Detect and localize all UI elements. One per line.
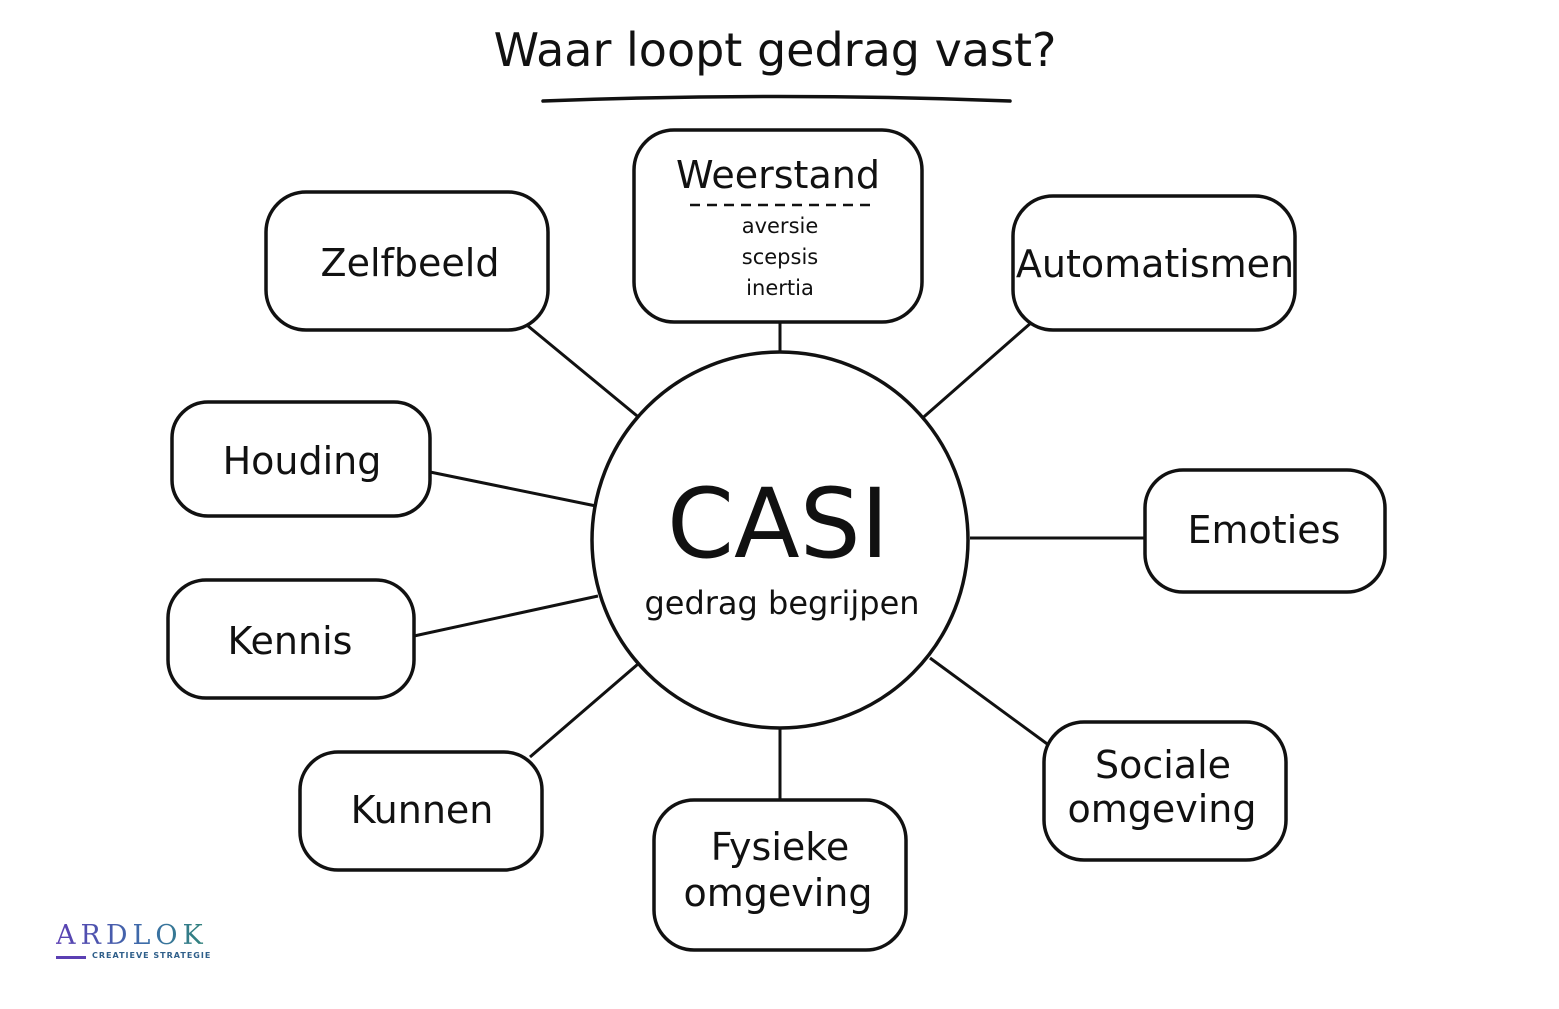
node-houding: Houding [170,400,432,518]
node-box [652,798,908,952]
node-emoties: Emoties [1143,468,1387,594]
node-label-line: Fysieke [711,825,850,869]
node-automatismen: Automatismen [1011,194,1297,332]
node-sub-item: aversie [742,214,819,238]
logo-accent-bar [56,956,86,959]
node-kunnen: Kunnen [298,750,544,872]
node-box [1011,194,1297,332]
connector-zelfbeeld [527,324,643,422]
connector-kennis [413,594,599,638]
node-box [298,750,544,872]
connector-kunnen [529,662,639,759]
ardlok-logo: ARDLOK CREATIEVE STRATEGIE [56,922,226,966]
node-label-line: omgeving [683,871,872,915]
node-fysieke-omgeving: Fysieke omgeving [652,798,908,952]
node-box [1042,720,1288,862]
node-label-line: omgeving [1067,787,1256,831]
hub-subtitle: gedrag begrijpen [644,584,919,622]
node-label: Houding [223,439,382,483]
title-underline [541,94,1012,103]
node-zelfbeeld: Zelfbeeld [264,190,550,332]
hub-title: CASI [667,468,889,580]
node-box [170,400,432,518]
connector-automatismen [917,320,1033,424]
node-sociale-omgeving: Sociale omgeving [1042,720,1288,862]
logo-wordmark: ARDLOK [56,922,226,950]
logo-tagline: CREATIEVE STRATEGIE [92,951,212,960]
node-label-line: Sociale [1095,743,1231,787]
node-label: Kennis [228,619,353,663]
connector-houding [429,470,597,508]
node-label: Kunnen [351,788,494,832]
node-sub-item: inertia [746,276,814,300]
node-label: Automatismen [1016,242,1294,286]
connector-sociale-omgeving [929,656,1051,748]
node-kennis: Kennis [166,578,416,700]
node-label: Weerstand [676,153,880,197]
node-box [632,128,924,324]
node-box [264,190,550,332]
node-sub-item: scepsis [742,245,818,269]
node-box [166,578,416,700]
node-weerstand: Weerstand aversie scepsis inertia [632,128,924,324]
hub-node: CASI gedrag begrijpen [590,350,970,730]
node-label: Emoties [1188,508,1341,552]
node-box [1143,468,1387,594]
node-label: Zelfbeeld [321,241,500,285]
hub-circle [590,350,970,730]
connectors [413,320,1145,800]
page-title: Waar loopt gedrag vast? [494,23,1057,77]
